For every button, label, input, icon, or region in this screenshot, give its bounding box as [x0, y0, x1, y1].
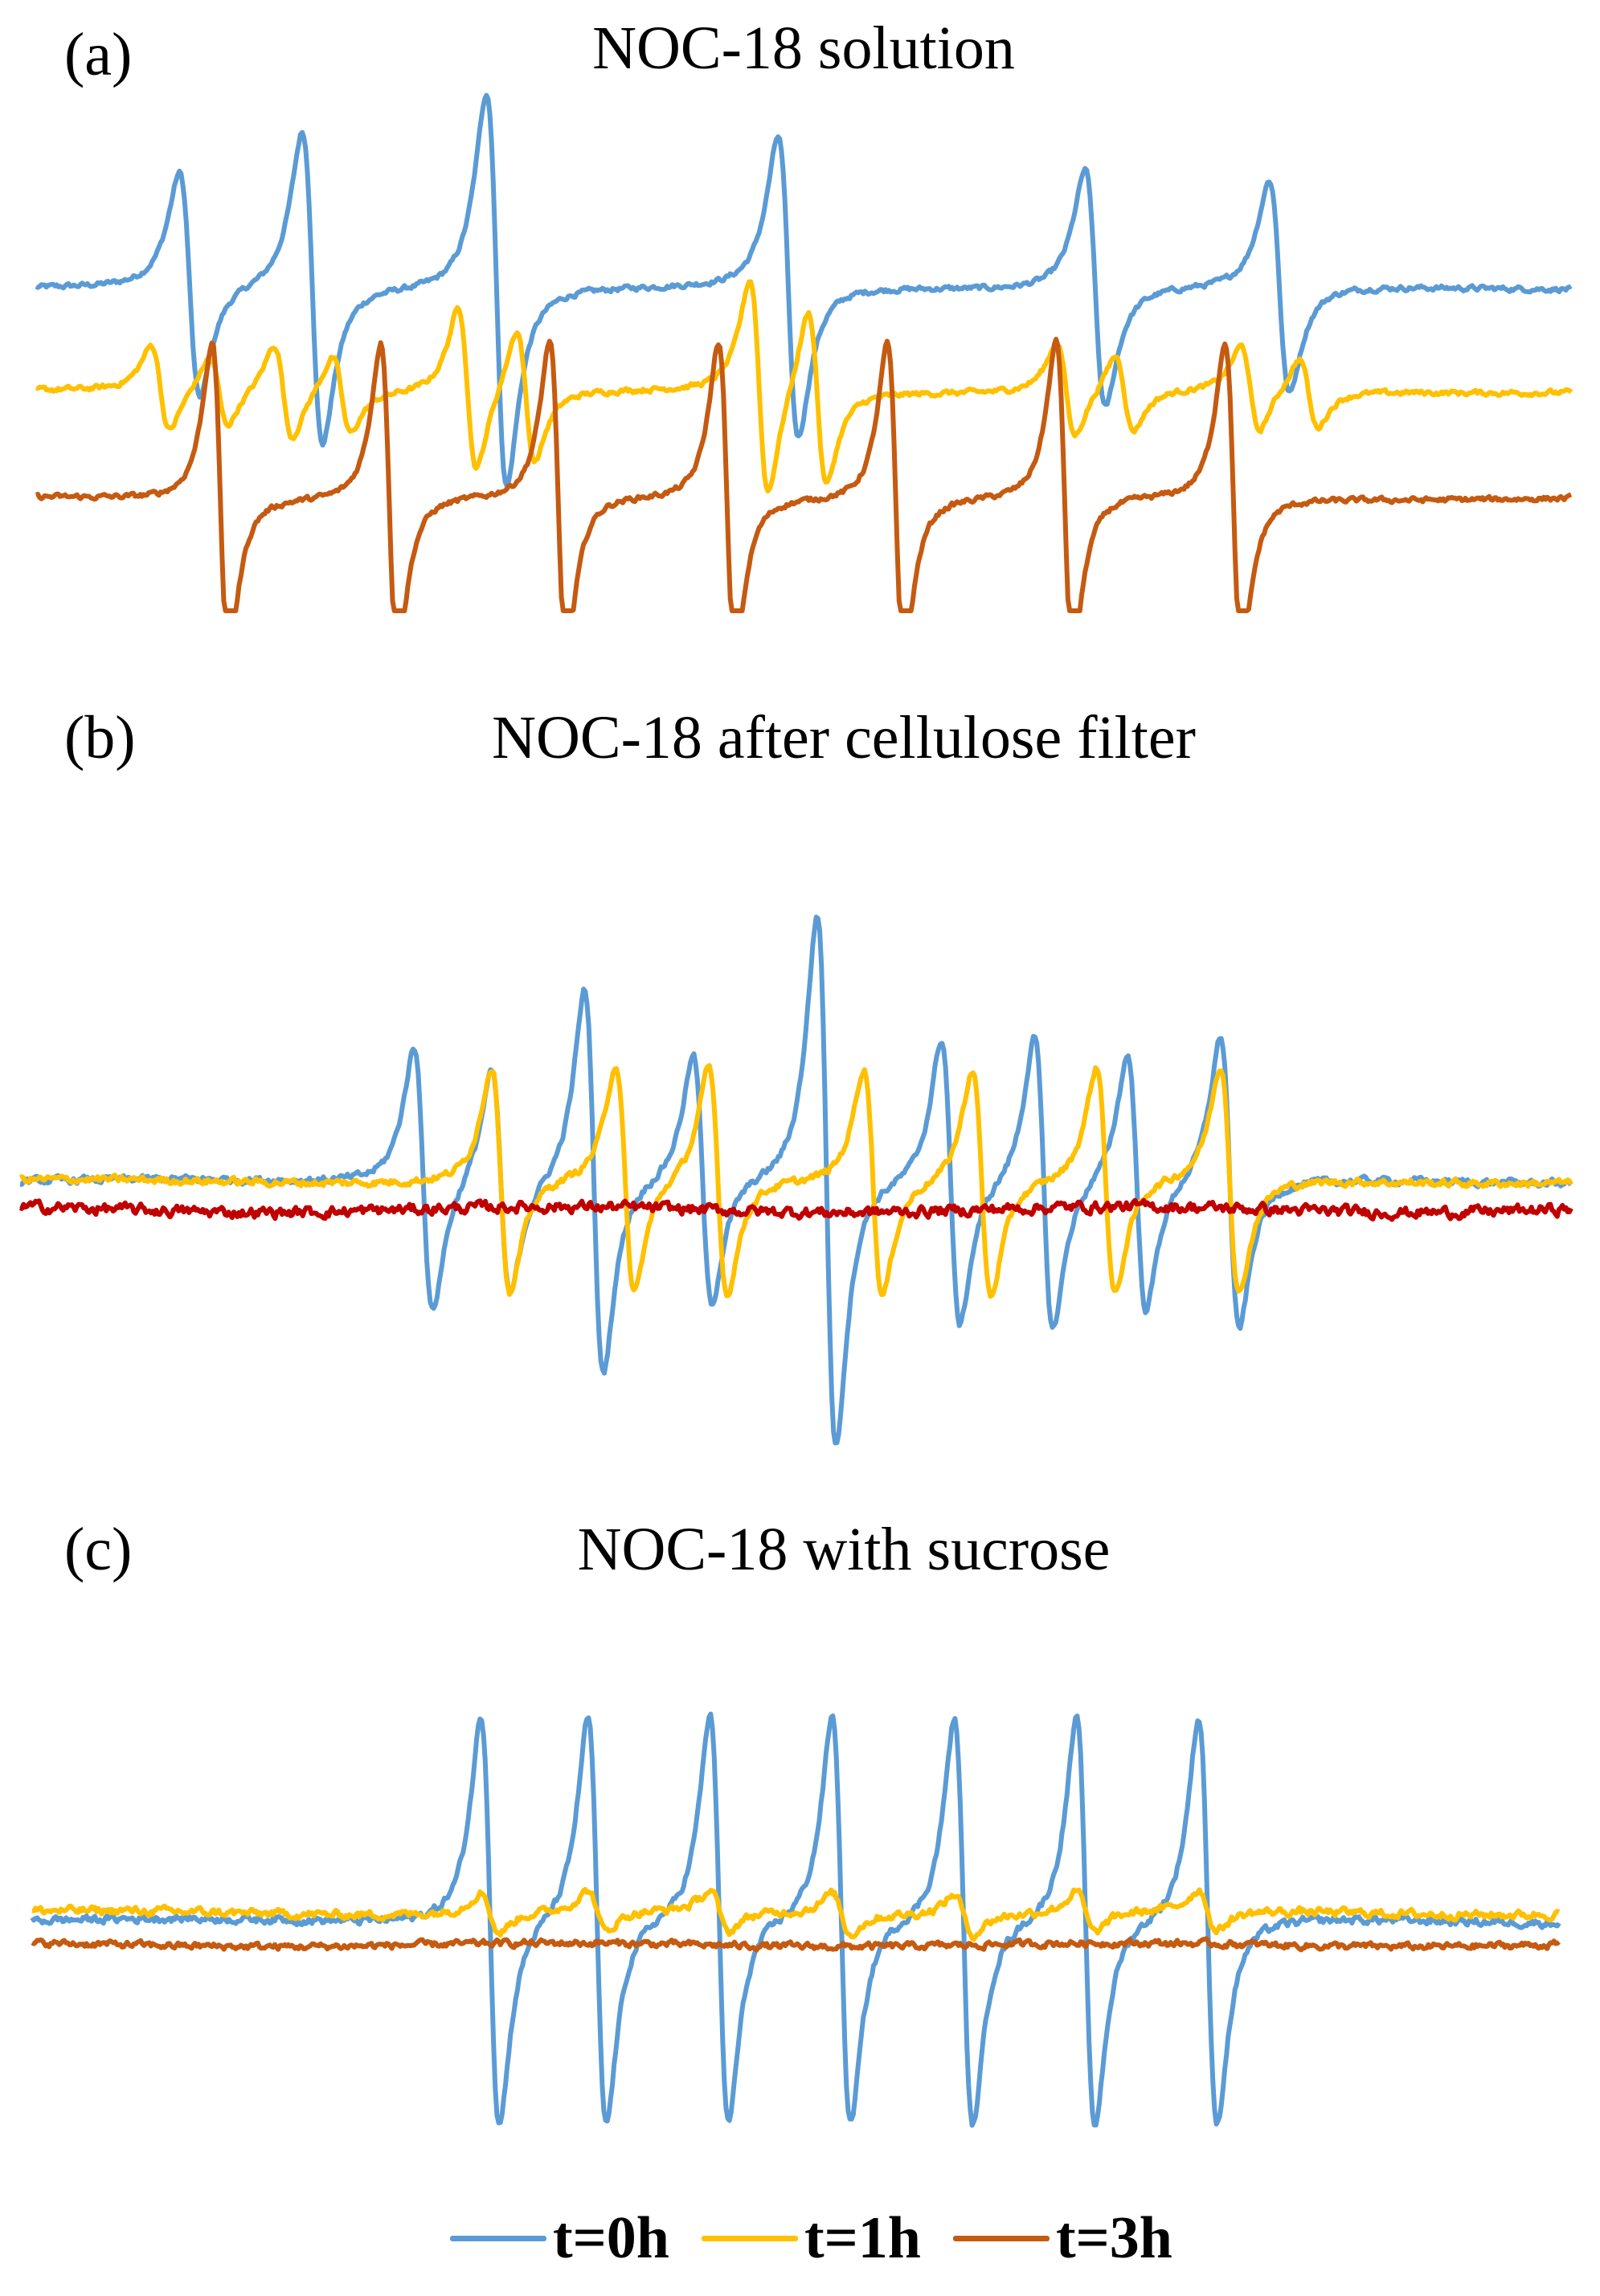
panel-b-title: NOC-18 after cellulose filter — [492, 704, 1196, 771]
legend-item-t0: t=0h — [450, 2204, 669, 2273]
panel-c-title: NOC-18 with sucrose — [577, 1516, 1111, 1583]
panel-b-label: (b) — [64, 704, 136, 771]
series-line-t-3h — [31, 1936, 1561, 1953]
panel-c-label: (c) — [64, 1516, 133, 1583]
legend-label-t1: t=1h — [804, 2204, 921, 2271]
legend-item-t1: t=1h — [701, 2204, 921, 2273]
series-line-t-1h — [31, 1887, 1561, 1942]
legend-item-t3: t=3h — [952, 2204, 1172, 2273]
legend-label-t3: t=3h — [1055, 2204, 1172, 2271]
panel-b-plot — [18, 915, 1573, 1446]
legend-swatch-t1 — [701, 2235, 798, 2241]
series-line-t-0h — [30, 1711, 1561, 2128]
series-line-t-1h — [35, 279, 1573, 493]
panel-a-title: NOC-18 solution — [592, 14, 1015, 82]
legend-swatch-t0 — [450, 2235, 546, 2241]
panel-a-plot — [35, 92, 1573, 613]
panel-c-plot — [30, 1711, 1561, 2128]
series-line-t-0h — [35, 92, 1573, 489]
legend-swatch-t3 — [952, 2235, 1050, 2241]
series-line-t-3h — [35, 337, 1573, 613]
legend-label-t0: t=0h — [553, 2204, 669, 2271]
series-line-t-1h — [19, 1062, 1573, 1299]
series-line-t-3h — [18, 1197, 1573, 1222]
panel-a-label: (a) — [64, 21, 133, 88]
legend: t=0h t=1h t=3h — [450, 2202, 1172, 2274]
